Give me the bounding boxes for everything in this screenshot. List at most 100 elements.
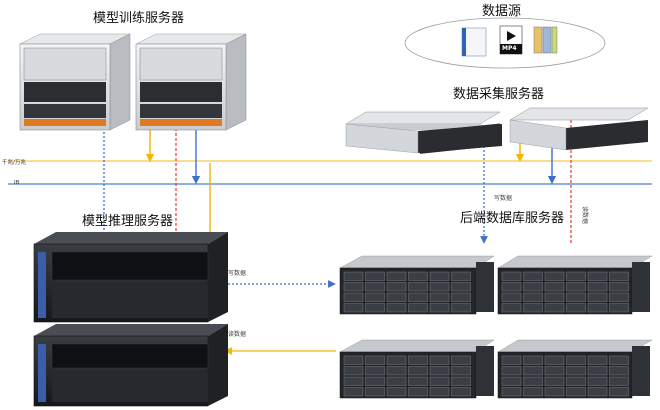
drive-bay: [451, 355, 471, 365]
drive-bay: [501, 376, 522, 386]
drive-bay: [408, 376, 428, 386]
drive-bay: [343, 271, 364, 281]
drive-bay: [386, 282, 407, 292]
read-data-label-bottom: 读数据: [228, 331, 247, 338]
drive-bay: [343, 376, 364, 386]
read-data-label-top: 读数据: [581, 206, 588, 225]
drive-bay: [343, 355, 364, 365]
drive-bay: [587, 271, 608, 281]
write-data-label-top: 写数据: [494, 195, 513, 202]
collection-server-1: [345, 111, 502, 154]
inference-server-1: [33, 232, 228, 323]
drive-bay: [609, 282, 629, 292]
drive-bay: [408, 292, 428, 302]
drive-bay: [587, 355, 608, 365]
drive-bay: [343, 366, 364, 376]
drive-bay: [566, 387, 586, 397]
drive-bay: [523, 292, 543, 302]
drive-bay: [365, 366, 385, 376]
drive-bay: [386, 271, 407, 281]
drive-bay: [566, 282, 586, 292]
drive-bay: [386, 303, 407, 313]
drive-bay: [408, 303, 428, 313]
drive-bay: [501, 366, 522, 376]
drive-bay: [566, 271, 586, 281]
drive-bay: [429, 292, 450, 302]
drive-bay: [429, 282, 450, 292]
ib-network-label: IB: [14, 180, 20, 186]
drive-bay: [609, 355, 629, 365]
drive-bay: [386, 292, 407, 302]
drive-bay: [609, 376, 629, 386]
drive-bay: [609, 292, 629, 302]
drive-bay: [523, 303, 543, 313]
drive-bay: [343, 387, 364, 397]
drive-bay: [365, 303, 385, 313]
drive-bay: [429, 387, 450, 397]
music-file-icon: [461, 27, 487, 57]
data-source-ellipse: [404, 17, 606, 69]
drive-bay: [609, 366, 629, 376]
drive-bay: [587, 366, 608, 376]
write-data-label-bottom: 写数据: [228, 270, 247, 277]
inference-servers-label: 模型推理服务器: [82, 214, 174, 229]
drive-bay: [386, 366, 407, 376]
drive-bay: [587, 387, 608, 397]
drive-bay: [544, 387, 565, 397]
drive-bay: [566, 366, 586, 376]
drive-bay: [343, 282, 364, 292]
drive-bay: [544, 303, 565, 313]
drive-bay: [566, 376, 586, 386]
drive-bay: [365, 376, 385, 386]
backend-db-servers-label: 后端数据库服务器: [460, 211, 565, 226]
drive-bay: [609, 271, 629, 281]
drive-bay: [587, 303, 608, 313]
mp4-label: MP4: [502, 45, 517, 52]
drive-bay: [408, 271, 428, 281]
drive-bay: [523, 355, 543, 365]
drive-bay: [566, 292, 586, 302]
inference-server-2: [33, 324, 228, 407]
drive-bay: [609, 303, 629, 313]
drive-bay: [451, 271, 471, 281]
drive-bay: [429, 271, 450, 281]
drive-bay: [544, 271, 565, 281]
drive-bay: [451, 376, 471, 386]
drive-bay: [386, 355, 407, 365]
drive-bay: [587, 292, 608, 302]
training-server-1: [19, 33, 131, 131]
drive-bay: [501, 282, 522, 292]
gigabit-network-label: 千兆/万兆: [2, 160, 26, 166]
drive-bay: [566, 355, 586, 365]
drive-bay: [544, 376, 565, 386]
drive-bay: [451, 303, 471, 313]
collection-server-2: [509, 107, 649, 151]
training-server-2: [135, 33, 247, 131]
drive-bay: [365, 292, 385, 302]
drive-bay: [343, 303, 364, 313]
drive-bay: [365, 355, 385, 365]
drive-bay: [408, 366, 428, 376]
training-servers-label: 模型训练服务器: [93, 11, 185, 26]
drive-bay: [609, 387, 629, 397]
drive-bay: [501, 271, 522, 281]
drive-bay: [451, 366, 471, 376]
drive-bay: [365, 387, 385, 397]
drive-bay: [587, 282, 608, 292]
data-source-label: 数据源: [482, 4, 522, 19]
drive-bay: [365, 271, 385, 281]
drive-bay: [451, 282, 471, 292]
drive-bay: [566, 303, 586, 313]
drive-bay: [429, 303, 450, 313]
drive-bay: [501, 355, 522, 365]
image-files-icon: [533, 26, 558, 54]
drive-bay: [523, 282, 543, 292]
drive-bay: [523, 366, 543, 376]
drive-bay: [587, 376, 608, 386]
drive-bays: [343, 271, 629, 397]
drive-bay: [544, 282, 565, 292]
drive-bay: [365, 282, 385, 292]
drive-bay: [523, 376, 543, 386]
drive-bay: [544, 355, 565, 365]
